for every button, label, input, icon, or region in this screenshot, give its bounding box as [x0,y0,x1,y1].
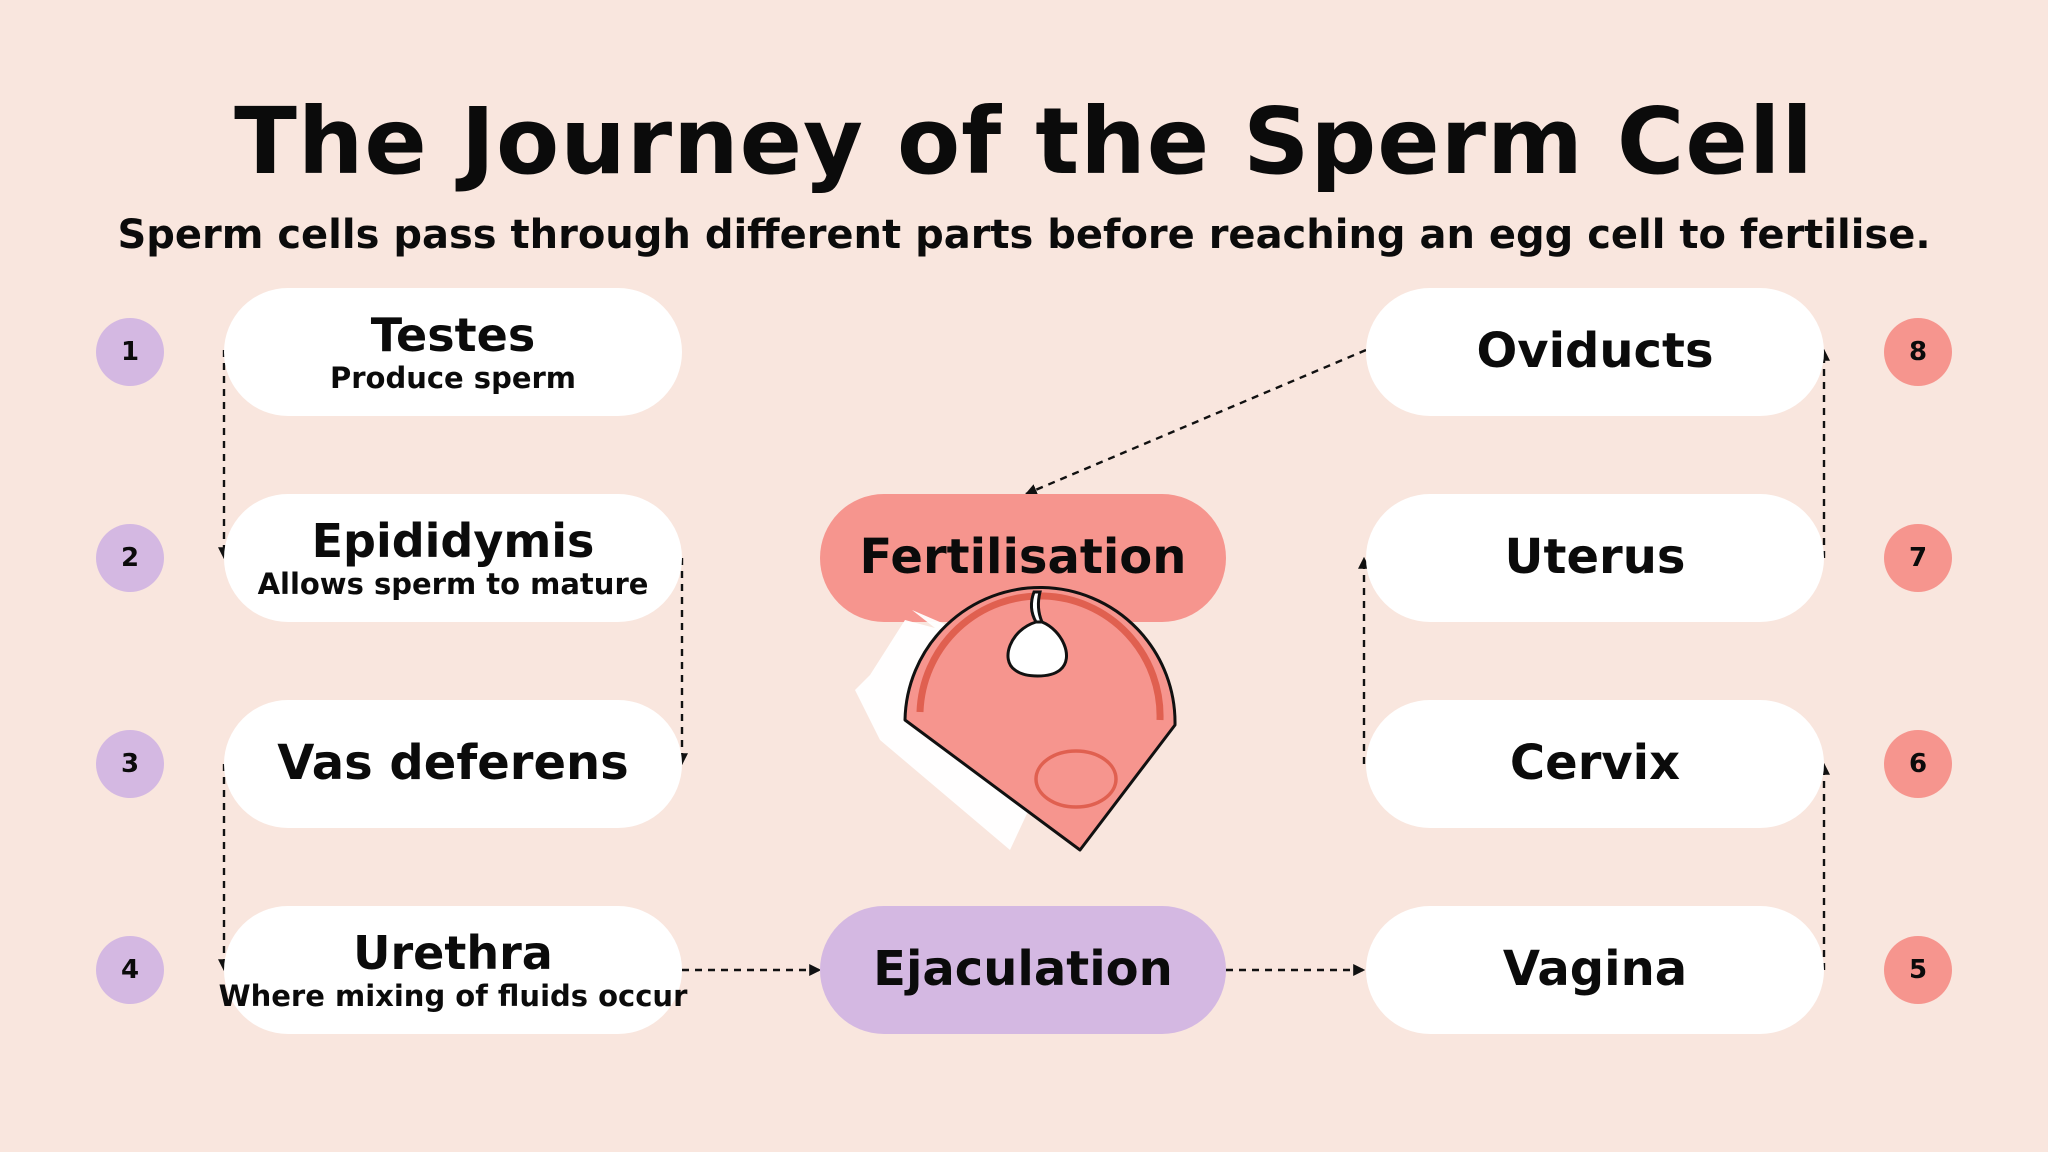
ejaculation-node: Ejaculation [820,906,1226,1034]
step-urethra-node: Urethra Where mixing of fluids occur [219,906,687,1034]
page-subtitle: Sperm cells pass through different parts… [117,212,1931,258]
step-vagina-name: Vagina [1502,941,1688,998]
step-3-badge: 3 [96,730,164,798]
step-urethra-desc: Where mixing of fluids occur [218,978,688,1013]
page-title: The Journey of the Sperm Cell [234,88,1814,195]
fertilisation-node: Fertilisation [820,494,1226,622]
ejaculation-label: Ejaculation [873,941,1173,998]
step-uterus-node: Uterus [1366,494,1824,622]
step-epididymis-desc: Allows sperm to mature [257,566,649,601]
step-epididymis-node: Epididymis Allows sperm to mature [224,494,682,622]
step-2-badge: 2 [96,524,164,592]
step-vagina-node: Vagina [1366,906,1824,1034]
step-5-badge: 5 [1884,936,1952,1004]
sperm-meets-egg-icon [855,586,1177,852]
step-urethra-name: Urethra [353,926,553,980]
fertilisation-label: Fertilisation [859,529,1187,586]
step-testes-node: Testes Produce sperm [224,288,682,416]
step-7-badge: 7 [1884,524,1952,592]
step-1-badge: 1 [96,318,164,386]
step-vas-deferens-name: Vas deferens [277,735,629,792]
step-6-badge: 6 [1884,730,1952,798]
step-cervix-name: Cervix [1509,735,1681,792]
arrow-oviducts-to-fertilisation [1024,348,1367,496]
step-cervix-node: Cervix [1366,700,1824,828]
step-testes-name: Testes [370,308,536,362]
step-testes-desc: Produce sperm [329,360,577,395]
step-8-badge: 8 [1884,318,1952,386]
step-oviducts-name: Oviducts [1476,323,1714,380]
step-epididymis-name: Epididymis [311,514,595,568]
step-4-badge: 4 [96,936,164,1004]
step-uterus-name: Uterus [1504,529,1686,586]
step-vas-deferens-node: Vas deferens [224,700,682,828]
step-oviducts-node: Oviducts [1366,288,1824,416]
